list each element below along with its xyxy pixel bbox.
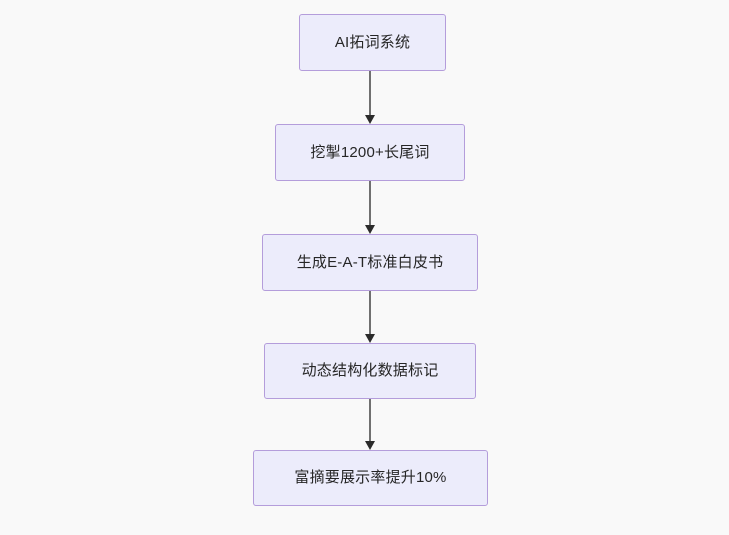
flow-node-label: 富摘要展示率提升10% xyxy=(294,469,447,486)
flow-node-generate-eat-whitepaper[interactable]: 生成E-A-T标准白皮书 xyxy=(262,234,478,291)
flow-node-label: 生成E-A-T标准白皮书 xyxy=(296,253,444,271)
connector-line xyxy=(369,181,371,225)
arrowhead-icon xyxy=(364,334,375,343)
flow-node-label: 挖掣1200+长尾词 xyxy=(310,143,430,161)
connector-node4-to-node5 xyxy=(360,399,380,450)
connector-node2-to-node3 xyxy=(360,181,380,234)
arrowhead-icon xyxy=(364,115,375,124)
connector-node3-to-node4 xyxy=(360,291,380,343)
flow-node-rich-snippet-rate-increase[interactable]: 富摘要展示率提升10% xyxy=(253,450,488,506)
connector-line xyxy=(369,291,371,334)
connector-line xyxy=(369,71,371,115)
arrowhead-icon xyxy=(364,225,375,234)
flow-node-label: AI拓词系统 xyxy=(334,33,411,51)
flow-node-label: 动态结构化数据标记 xyxy=(301,362,439,379)
connector-line xyxy=(369,399,371,441)
flow-node-mine-longtail-keywords[interactable]: 挖掣1200+长尾词 xyxy=(275,124,465,181)
arrowhead-icon xyxy=(364,441,375,450)
flow-node-ai-keyword-system[interactable]: AI拓词系统 xyxy=(299,14,446,71)
connector-node1-to-node2 xyxy=(360,71,380,124)
flow-node-dynamic-structured-data-markup[interactable]: 动态结构化数据标记 xyxy=(264,343,476,399)
